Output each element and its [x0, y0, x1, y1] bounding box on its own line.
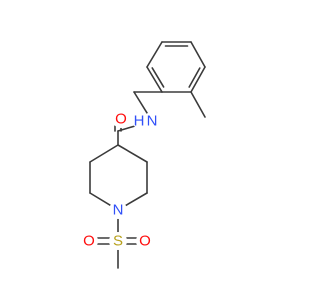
bond-benzene-3 — [190, 66, 206, 93]
atom-label-h-amide: H — [134, 113, 145, 130]
bond-piperidine-1 — [117, 144, 148, 163]
bond-piperidine-4 — [89, 192, 112, 207]
bond-benzene-3-double — [188, 67, 201, 88]
atom-label-n-amide: N — [147, 113, 158, 130]
label-backdrop — [143, 112, 161, 130]
bond-benzene-2 — [190, 41, 206, 68]
bond-piperidine-6 — [89, 144, 119, 163]
atom-label-o-carbonyl: O — [115, 111, 127, 128]
bond-benzene-5-double — [151, 67, 165, 88]
structure-canvas: O N H N S O O — [80, 41, 206, 269]
atom-n-amide: N — [143, 112, 161, 130]
label-backdrop — [109, 201, 127, 219]
label-backdrop — [136, 232, 154, 250]
atom-label-n-ring: N — [113, 202, 124, 219]
label-backdrop — [80, 232, 98, 250]
label-backdrop — [112, 110, 130, 128]
atom-s-sulfonyl: S — [109, 232, 127, 250]
atom-label-o-sulfonyl-right: O — [139, 233, 151, 250]
bonds — [89, 41, 206, 269]
atom-label-s-sulfonyl: S — [113, 233, 123, 250]
molecule-diagram: O N H N S O O — [80, 41, 206, 269]
bond-methylene-nitrogen — [133, 91, 149, 116]
atom-n-ring: N — [109, 201, 127, 219]
atom-labels: O N H N S O O — [80, 110, 161, 250]
bond-aryl-methyl — [190, 91, 206, 118]
atom-label-o-sulfonyl-left: O — [83, 233, 95, 250]
atom-o-sulfonyl-right: O — [136, 232, 154, 250]
label-backdrop — [109, 232, 127, 250]
bond-benzene-6 — [146, 41, 163, 68]
bond-piperidine-3 — [124, 192, 148, 207]
bond-benzene-5 — [146, 66, 163, 93]
atom-h-amide: H — [132, 113, 146, 130]
atom-o-sulfonyl-left: O — [80, 232, 98, 250]
label-backdrop — [132, 114, 146, 128]
atom-o-carbonyl: O — [112, 110, 130, 128]
